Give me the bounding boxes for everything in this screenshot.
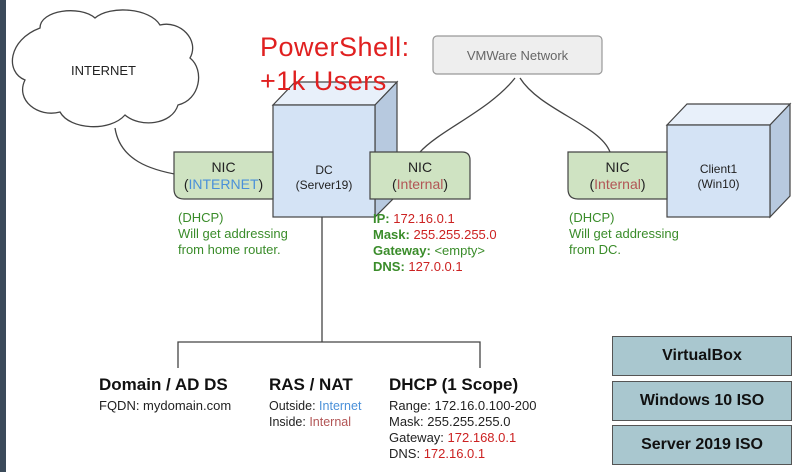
service-dhcp-title: DHCP (1 Scope) bbox=[389, 375, 519, 394]
dc-mask-row: Mask: 255.255.255.0 bbox=[373, 227, 497, 243]
dc-gateway-label: Gateway: bbox=[373, 243, 431, 258]
nic-internal-client-name: (Internal) bbox=[568, 176, 667, 193]
dhcp-internet-note: (DHCP) Will get addressing from home rou… bbox=[178, 210, 288, 258]
nic-internal-dc-paren-open: ( bbox=[391, 176, 397, 192]
service-domain-fqdn: FQDN: mydomain.com bbox=[99, 398, 232, 413]
dhcp-gateway-label: Gateway: bbox=[389, 430, 444, 445]
nic-internal-dc-paren-close: ) bbox=[443, 176, 449, 192]
client-box-top bbox=[665, 103, 792, 126]
dc-box-front bbox=[272, 104, 376, 218]
vmware-to-client-nic-line bbox=[519, 77, 611, 153]
service-ras-outside: Outside: Internet bbox=[269, 398, 361, 414]
dhcp-dns: DNS: 172.16.0.1 bbox=[389, 446, 536, 462]
nic-internal-dc-shape bbox=[369, 151, 471, 200]
dhcp-mask: Mask: 255.255.255.0 bbox=[389, 414, 511, 429]
internet-label: INTERNET bbox=[71, 63, 136, 78]
services-bracket bbox=[177, 341, 481, 368]
vmware-network-label: VMWare Network bbox=[466, 48, 569, 63]
internet-cloud-shape bbox=[11, 9, 200, 128]
nic-internal-client-paren-close: ) bbox=[640, 176, 646, 192]
client-label: Client1 (Win10) bbox=[667, 162, 770, 192]
dc-dns-label: DNS: bbox=[373, 259, 405, 274]
dc-dns-value: 127.0.0.1 bbox=[408, 259, 463, 274]
dc-dns-row: DNS: 127.0.0.1 bbox=[373, 259, 497, 275]
nic-internal-dc-title: NIC bbox=[407, 159, 433, 175]
nic-internal-dc-name-value: Internal bbox=[396, 176, 444, 192]
dhcp-internet-note-line2: Will get addressing bbox=[178, 226, 288, 241]
service-domain-title: Domain / AD DS bbox=[99, 375, 228, 394]
nic-internal-dc-name: (Internal) bbox=[370, 176, 470, 193]
service-ras-title: RAS / NAT bbox=[269, 375, 353, 394]
client-os: (Win10) bbox=[697, 177, 740, 191]
cloud-to-nic-line bbox=[114, 127, 181, 176]
dc-mask-label: Mask: bbox=[373, 227, 410, 242]
ras-outside-label: Outside: bbox=[269, 399, 316, 413]
dhcp-gateway-value: 172.168.0.1 bbox=[447, 430, 517, 445]
diagram-title-line2: +1k Users bbox=[260, 66, 387, 96]
dhcp-client-note-line1: (DHCP) bbox=[569, 210, 615, 225]
nic-internet-name-value: INTERNET bbox=[188, 176, 259, 192]
dc-name: DC bbox=[315, 163, 333, 177]
dhcp-internet-note-line3: from home router. bbox=[178, 242, 281, 257]
nic-internet-title: NIC bbox=[211, 159, 236, 175]
dc-os: (Server19) bbox=[295, 178, 353, 192]
dhcp-dns-value: 172.16.0.1 bbox=[423, 446, 486, 461]
dc-ip-config: IP: 172.16.0.1 Mask: 255.255.255.0 Gatew… bbox=[373, 211, 497, 275]
dhcp-client-note: (DHCP) Will get addressing from DC. bbox=[569, 210, 679, 258]
nic-internet-paren-close: ) bbox=[258, 176, 264, 192]
ras-inside-value: Internal bbox=[309, 415, 352, 429]
dc-ip-label: IP: bbox=[373, 211, 390, 226]
vmware-network-box bbox=[432, 35, 603, 75]
nic-internet-name: (INTERNET) bbox=[174, 176, 273, 193]
windows10-iso-button[interactable]: Windows 10 ISO bbox=[612, 381, 792, 421]
nic-internal-client: NIC (Internal) bbox=[568, 159, 667, 193]
dc-ip-value: 172.16.0.1 bbox=[393, 211, 455, 226]
nic-internet-paren-open: ( bbox=[183, 176, 189, 192]
nic-internal-client-title: NIC bbox=[605, 159, 630, 175]
dc-ip-row: IP: 172.16.0.1 bbox=[373, 211, 497, 227]
service-ras-inside: Inside: Internal bbox=[269, 414, 361, 430]
diagram-title-line1: PowerShell: bbox=[260, 32, 410, 62]
nic-internal-client-name-value: Internal bbox=[594, 176, 641, 192]
nic-internal-client-paren-open: ( bbox=[589, 176, 595, 192]
ras-inside-label: Inside: bbox=[269, 415, 306, 429]
virtualbox-button[interactable]: VirtualBox bbox=[612, 336, 792, 376]
dhcp-internet-note-line1: (DHCP) bbox=[178, 210, 224, 225]
dhcp-client-note-line3: from DC. bbox=[569, 242, 621, 257]
dc-gateway-row: Gateway: <empty> bbox=[373, 243, 497, 259]
nic-internal-dc: NIC (Internal) bbox=[370, 159, 470, 193]
ras-outside-value: Internet bbox=[319, 399, 362, 413]
client-name: Client1 bbox=[699, 162, 738, 176]
nic-to-vmware-line bbox=[419, 77, 516, 153]
dc-label: DC (Server19) bbox=[273, 163, 375, 193]
left-edge-strip bbox=[0, 0, 6, 472]
nic-internal-client-shape bbox=[567, 151, 668, 200]
dhcp-gateway: Gateway: 172.168.0.1 bbox=[389, 430, 536, 446]
service-domain: Domain / AD DS FQDN: mydomain.com bbox=[99, 375, 231, 413]
service-ras: RAS / NAT Outside: Internet Inside: Inte… bbox=[269, 375, 361, 430]
nic-internet-shape bbox=[173, 151, 274, 200]
nic-internet: NIC (INTERNET) bbox=[174, 159, 273, 193]
dhcp-client-note-line2: Will get addressing bbox=[569, 226, 679, 241]
dc-gateway-value: <empty> bbox=[434, 243, 486, 258]
dc-mask-value: 255.255.255.0 bbox=[413, 227, 497, 242]
dhcp-range: Range: 172.16.0.100-200 bbox=[389, 398, 537, 413]
server2019-iso-button[interactable]: Server 2019 ISO bbox=[612, 425, 792, 465]
service-dhcp: DHCP (1 Scope) Range: 172.16.0.100-200 M… bbox=[389, 375, 536, 462]
dhcp-dns-label: DNS: bbox=[389, 446, 421, 461]
